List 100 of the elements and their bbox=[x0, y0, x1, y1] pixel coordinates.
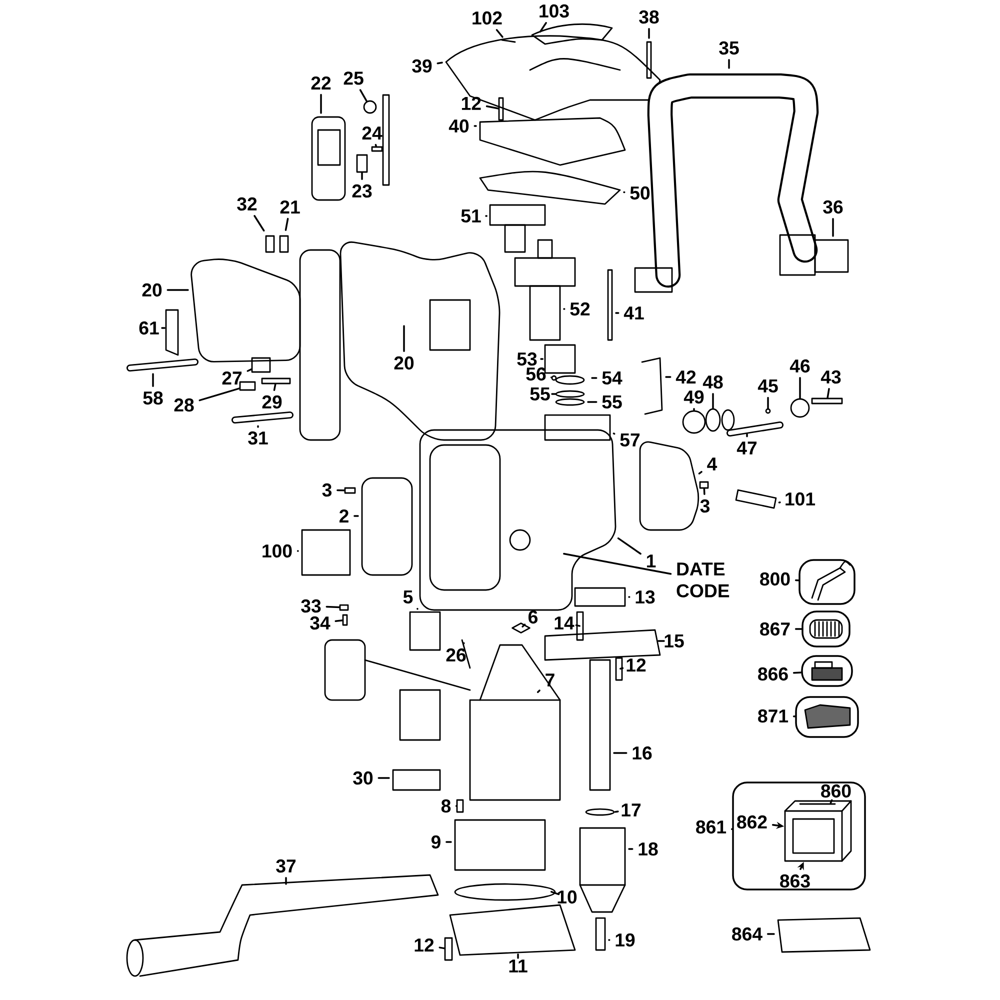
leader-line bbox=[284, 218, 289, 231]
ring bbox=[705, 408, 721, 432]
callout-number: 53 bbox=[517, 352, 537, 366]
callout-number: 3 bbox=[322, 483, 332, 497]
leader-line bbox=[438, 946, 446, 950]
pin bbox=[261, 378, 291, 384]
callout-number: 57 bbox=[620, 433, 640, 446]
leader-line bbox=[359, 89, 368, 102]
tool-case-drawing bbox=[784, 800, 852, 862]
leader-line bbox=[613, 752, 628, 754]
callout-number: 40 bbox=[448, 119, 469, 133]
leader-line bbox=[591, 377, 598, 379]
leader-line bbox=[462, 642, 465, 644]
leader-line bbox=[326, 606, 340, 608]
screw bbox=[444, 937, 453, 961]
leader-line bbox=[246, 368, 252, 372]
leader-line bbox=[161, 327, 166, 329]
callout-number: 34 bbox=[310, 616, 330, 630]
leader-line bbox=[693, 408, 695, 412]
leader-line bbox=[334, 619, 344, 622]
spring bbox=[342, 614, 348, 626]
callout-number: 866 bbox=[758, 667, 788, 681]
cap bbox=[682, 410, 706, 434]
callout-number: 32 bbox=[237, 197, 257, 211]
clip bbox=[356, 154, 368, 173]
callout-number: 55 bbox=[530, 387, 550, 400]
screw bbox=[344, 487, 356, 494]
callout-number: 46 bbox=[790, 359, 810, 373]
callout-number: 27 bbox=[222, 372, 242, 385]
leader-line bbox=[551, 393, 556, 395]
callout-number: 52 bbox=[570, 302, 590, 316]
callout-number: 55 bbox=[602, 395, 622, 408]
leader-line bbox=[614, 810, 619, 813]
callout-number: 12 bbox=[626, 658, 646, 672]
leader-line bbox=[617, 537, 642, 555]
accessory-box bbox=[798, 559, 856, 605]
leader-line bbox=[361, 172, 363, 180]
leader-line bbox=[550, 890, 560, 896]
leader-line bbox=[665, 376, 672, 378]
callout-number: 24 bbox=[362, 126, 382, 140]
leader-line bbox=[152, 373, 154, 388]
plate bbox=[251, 357, 271, 373]
leader-line bbox=[799, 377, 801, 400]
leader-line bbox=[374, 144, 378, 148]
callout-number: 20 bbox=[142, 283, 162, 297]
screw bbox=[699, 481, 709, 489]
leader-line bbox=[416, 608, 418, 610]
callout-number: 5 bbox=[403, 590, 413, 604]
leader-line bbox=[496, 29, 504, 38]
leader-line bbox=[550, 376, 552, 378]
leader-line bbox=[767, 396, 769, 410]
leader-line bbox=[354, 515, 359, 517]
callout-number: 100 bbox=[262, 544, 292, 558]
leader-line bbox=[198, 388, 240, 402]
leader-line bbox=[474, 125, 477, 127]
callout-number: 101 bbox=[786, 492, 816, 506]
callout-number: 33 bbox=[301, 599, 321, 613]
leader-line bbox=[728, 59, 730, 69]
callout-number: 49 bbox=[684, 390, 704, 404]
callout-number: 22 bbox=[311, 76, 331, 90]
callout-number: 10 bbox=[558, 890, 577, 904]
pin bbox=[576, 611, 584, 641]
leader-line bbox=[539, 22, 547, 33]
callout-number: 862 bbox=[737, 815, 767, 829]
leader-line bbox=[794, 628, 802, 630]
callout-number: 14 bbox=[554, 616, 574, 630]
kit-box bbox=[732, 782, 866, 890]
callout-number: 16 bbox=[632, 746, 652, 760]
pin bbox=[456, 799, 464, 813]
accessory-box bbox=[801, 655, 853, 687]
callout-number: 103 bbox=[540, 4, 569, 18]
callout-number: 56 bbox=[526, 367, 546, 381]
leader-line bbox=[486, 105, 500, 110]
leader-line bbox=[612, 432, 616, 435]
leader-line bbox=[608, 939, 610, 941]
leader-line bbox=[563, 552, 672, 575]
callout-number: 45 bbox=[758, 379, 778, 392]
callout-number: 54 bbox=[602, 371, 622, 384]
callout-number: 863 bbox=[780, 874, 810, 888]
leader-line bbox=[285, 877, 287, 885]
callout-number: 35 bbox=[719, 41, 739, 55]
leader-line bbox=[698, 470, 702, 474]
leader-line bbox=[273, 383, 276, 392]
accessory-box bbox=[795, 696, 859, 738]
leader-line bbox=[628, 596, 630, 598]
callout-number: 102 bbox=[472, 11, 502, 25]
callout-number: 21 bbox=[280, 200, 300, 214]
leader-line bbox=[792, 716, 796, 718]
leader-line bbox=[403, 325, 405, 352]
screw bbox=[371, 146, 383, 152]
callout-number: 871 bbox=[758, 709, 788, 723]
leader-line bbox=[658, 640, 665, 642]
leader-line bbox=[436, 62, 443, 64]
callout-number: 861 bbox=[696, 820, 726, 834]
leader-line bbox=[378, 777, 390, 779]
leader-line bbox=[628, 848, 634, 850]
leader-line bbox=[648, 28, 650, 39]
callout-number: 47 bbox=[736, 442, 757, 454]
callout-number: 42 bbox=[676, 370, 696, 384]
callout-number: 25 bbox=[344, 72, 364, 85]
